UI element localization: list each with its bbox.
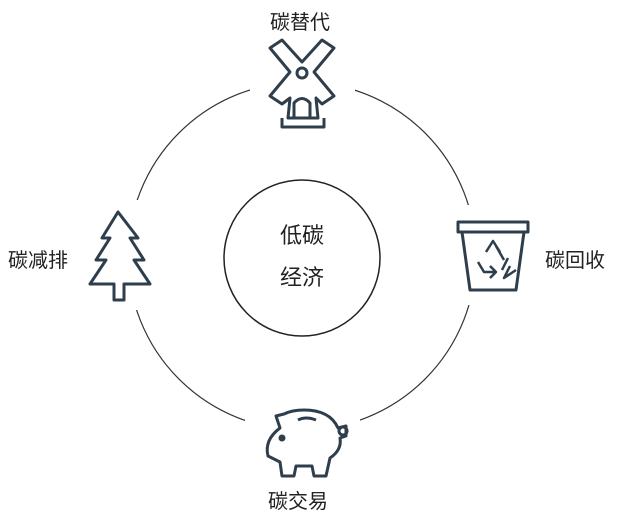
center-node: 低碳 经济 bbox=[222, 180, 382, 336]
windmill-icon bbox=[268, 38, 336, 129]
recycle-bin-icon bbox=[456, 220, 530, 292]
center-label-line2: 经济 bbox=[279, 266, 324, 291]
center-circle bbox=[223, 179, 381, 337]
piggy-bank-icon bbox=[265, 408, 349, 478]
label-carbon-recycling: 碳回收 bbox=[545, 248, 605, 272]
tree-icon bbox=[88, 210, 152, 302]
label-carbon-trading: 碳交易 bbox=[268, 489, 328, 513]
center-label-line1: 低碳 bbox=[279, 224, 324, 249]
label-carbon-substitution: 碳替代 bbox=[270, 10, 330, 34]
label-carbon-reduction: 碳减排 bbox=[8, 248, 68, 272]
